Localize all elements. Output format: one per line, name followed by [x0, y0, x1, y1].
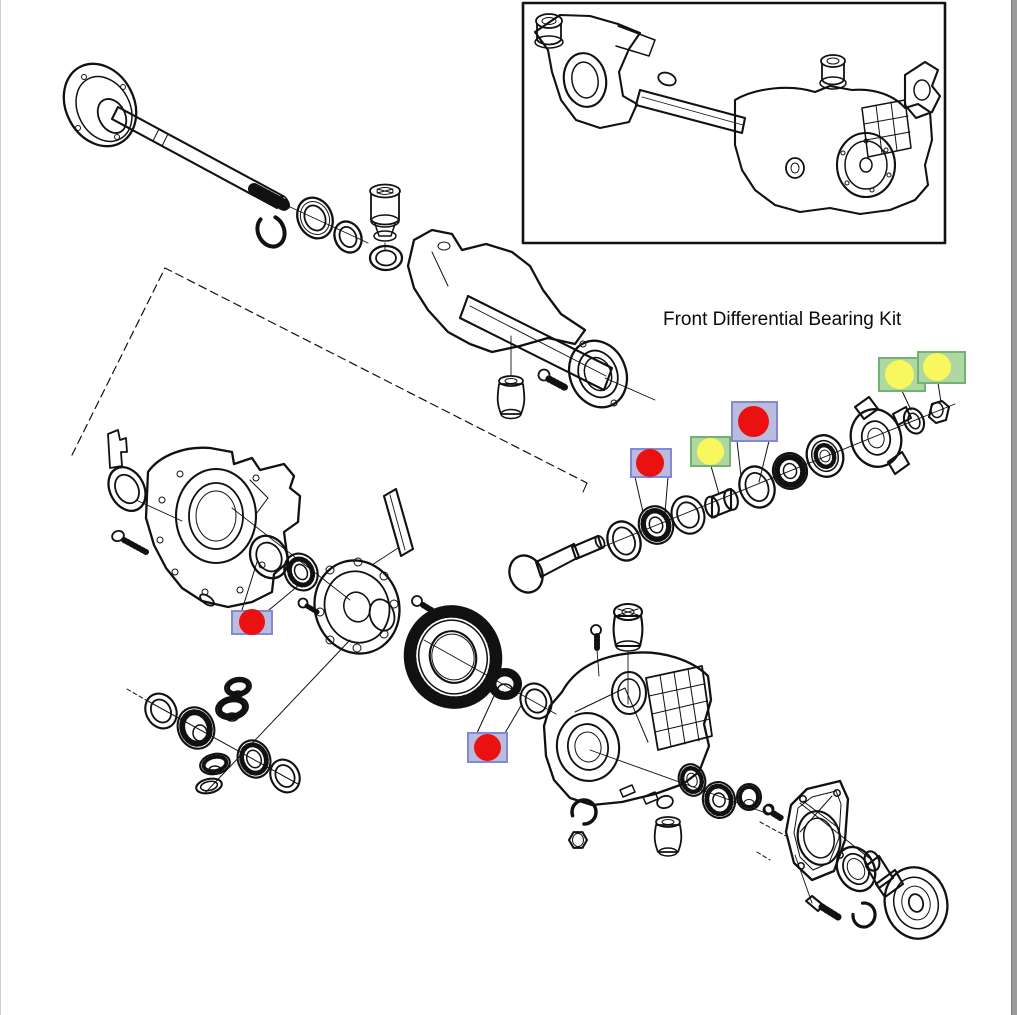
assembled-axle-inset-drawing: [521, 1, 947, 245]
yellow-part-marker-icon: [696, 437, 724, 465]
red-part-marker-icon: [473, 733, 501, 761]
red-part-marker-icon: [636, 449, 664, 477]
bearing-kit-hotspot-pinion-bearing-inner[interactable]: [630, 448, 672, 478]
bearing-kit-hotspot-pinion-spacer[interactable]: [690, 436, 731, 467]
page-right-edge[interactable]: [1011, 0, 1017, 1015]
red-part-marker-icon: [239, 609, 265, 635]
spider-gear-cluster-drawing: [126, 639, 351, 795]
carrier-housing-drawing: [107, 429, 439, 655]
axle-shaft-drawing: [62, 62, 369, 254]
section-dashed-lines: [71, 267, 588, 493]
bearing-kit-hotspot-carrier-bearing-right[interactable]: [467, 732, 508, 763]
right-diff-housing-drawing: [542, 602, 785, 857]
diagram-title-label: Front Differential Bearing Kit: [663, 309, 902, 330]
page-left-edge: [0, 0, 1, 1015]
yellow-part-marker-icon: [923, 353, 951, 381]
cover-plate-output-flange-drawing: [756, 779, 949, 940]
pinion-shaft-bearing-chain-drawing: [508, 395, 956, 594]
ring-gear-drawing: [403, 605, 557, 720]
bearing-kit-hotspot-pinion-nut[interactable]: [917, 351, 966, 384]
bearing-kit-hotspot-pinion-bearing-outer[interactable]: [731, 401, 778, 442]
bearing-kit-hotspot-carrier-bearing-left[interactable]: [231, 609, 273, 635]
yellow-part-marker-icon: [884, 359, 914, 389]
callout-leader-lines: [241, 382, 942, 734]
axle-tube-housing-drawing: [368, 183, 656, 420]
red-part-marker-icon: [737, 405, 769, 437]
